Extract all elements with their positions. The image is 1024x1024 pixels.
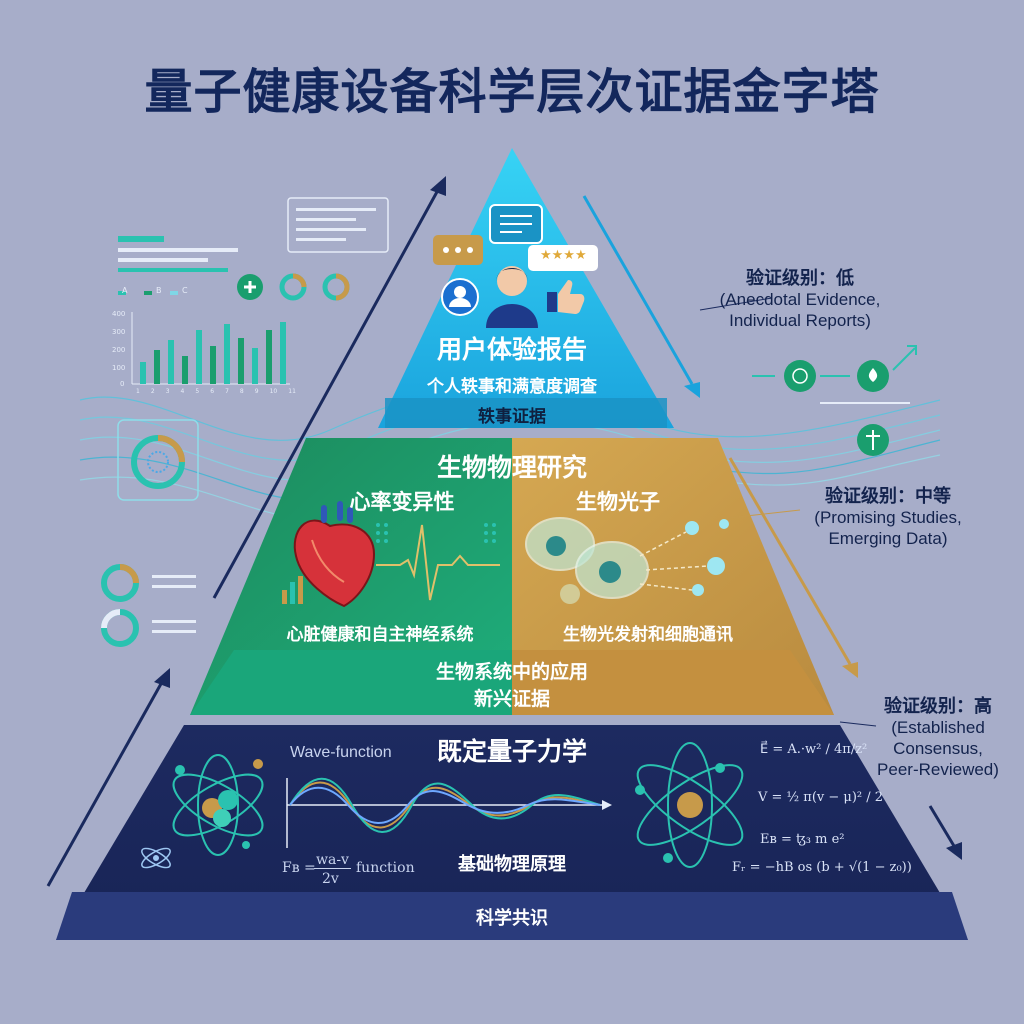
x-tick: 8 bbox=[239, 388, 244, 395]
wave-formula-prefix: Fʙ = bbox=[282, 860, 316, 876]
dashboard-decor bbox=[101, 197, 917, 647]
hrv-caption: 心脏健康和自主神经系统 bbox=[286, 625, 474, 645]
tier-bottom-heading: 既定量子力学 bbox=[436, 737, 587, 766]
wave-formula-denominator: 2v bbox=[322, 871, 339, 887]
verification-level-high: 验证级别：高 bbox=[884, 696, 992, 717]
verification-level-low: 验证级别：低 bbox=[746, 268, 854, 289]
wave-formula-suffix: function bbox=[356, 860, 415, 876]
axis-tick-0: 0 bbox=[120, 380, 125, 388]
x-tick: 6 bbox=[210, 388, 215, 395]
x-tick: 7 bbox=[225, 388, 229, 395]
axis-tick-300: 300 bbox=[112, 328, 126, 336]
tier-top-shape bbox=[378, 148, 674, 428]
axis-tick-200: 200 bbox=[112, 346, 126, 354]
x-tick: 5 bbox=[195, 388, 200, 395]
verification-detail-low-2: Individual Reports) bbox=[729, 311, 871, 330]
tier-middle-right-shape bbox=[512, 438, 834, 715]
verification-detail-medium-2: Emerging Data) bbox=[828, 529, 948, 548]
verification-label-low: 验证级别：低 (Anecdotal Evidence, Individual R… bbox=[700, 268, 900, 331]
tier-middle-band-line2: 新兴证据 bbox=[473, 688, 550, 710]
pyramid bbox=[56, 148, 968, 940]
user-report-icons bbox=[433, 204, 598, 328]
tier-top-heading: 用户体验报告 bbox=[436, 335, 587, 364]
chart-x-axis: 1 2 3 4 5 6 7 8 9 10 11 bbox=[136, 388, 296, 395]
biophysics-art bbox=[282, 501, 729, 608]
axis-tick-400: 400 bbox=[112, 310, 126, 318]
verification-detail-high-3: Peer-Reviewed) bbox=[877, 760, 999, 779]
formula-1: E⃗ = A.·w² / 4π/z² bbox=[760, 742, 868, 757]
tier-top-subheading: 个人轶事和满意度调查 bbox=[427, 377, 597, 397]
verification-detail-high-2: Consensus, bbox=[893, 739, 983, 758]
verification-detail-high-1: (Established bbox=[891, 718, 985, 737]
tier-bottom-shape bbox=[56, 725, 968, 940]
x-tick: 3 bbox=[165, 388, 170, 395]
formula-2: V = ½ π(v − μ)² / 2 bbox=[758, 790, 884, 805]
verification-detail-medium-1: (Promising Studies, bbox=[814, 508, 962, 527]
legend-c: C bbox=[182, 286, 188, 295]
verification-level-medium: 验证级别：中等 bbox=[825, 486, 951, 507]
biophoton-caption: 生物光发射和细胞通讯 bbox=[563, 625, 733, 645]
axis-tick-100: 100 bbox=[112, 364, 126, 372]
tier-top-band: 轶事证据 bbox=[478, 407, 546, 427]
evidence-arrows bbox=[46, 176, 962, 887]
legend-a: A bbox=[122, 286, 128, 295]
x-tick: 10 bbox=[269, 388, 278, 395]
hrv-heading: 心率变异性 bbox=[349, 490, 455, 514]
verification-detail-low-1: (Anecdotal Evidence, bbox=[719, 290, 881, 309]
x-tick: 1 bbox=[136, 388, 140, 395]
x-tick: 2 bbox=[150, 388, 155, 395]
tier-middle-band-line1: 生物系统中的应用 bbox=[435, 661, 588, 683]
tier-bottom-caption: 基础物理原理 bbox=[458, 854, 566, 875]
tier-middle-heading: 生物物理研究 bbox=[436, 453, 587, 482]
x-tick: 9 bbox=[254, 388, 259, 395]
formula-3: Eʙ = ꜩ₃ m e² bbox=[760, 832, 845, 847]
legend-b: B bbox=[156, 286, 162, 295]
x-tick: 4 bbox=[180, 388, 185, 395]
verification-label-high: 验证级别：高 (Established Consensus, Peer-Revi… bbox=[856, 696, 1020, 780]
x-tick: 11 bbox=[288, 388, 296, 395]
wave-formula: Fʙ = wa-v 2v function bbox=[282, 852, 432, 887]
wave-formula-numerator: wa-v bbox=[314, 852, 351, 869]
biophoton-heading: 生物光子 bbox=[576, 490, 660, 514]
page-title: 量子健康设备科学层次证据金字塔 bbox=[144, 64, 880, 120]
tier-bottom-band: 科学共识 bbox=[476, 908, 548, 929]
formula-4: Fᵣ = −hB os (b + √(1 − z₀)) bbox=[732, 860, 912, 875]
quantum-art bbox=[141, 742, 744, 869]
wave-function-label: Wave-function bbox=[290, 744, 392, 761]
verification-label-medium: 验证级别：中等 (Promising Studies, Emerging Dat… bbox=[788, 486, 988, 549]
rating-stars-icon: ★★★★ bbox=[540, 248, 587, 263]
